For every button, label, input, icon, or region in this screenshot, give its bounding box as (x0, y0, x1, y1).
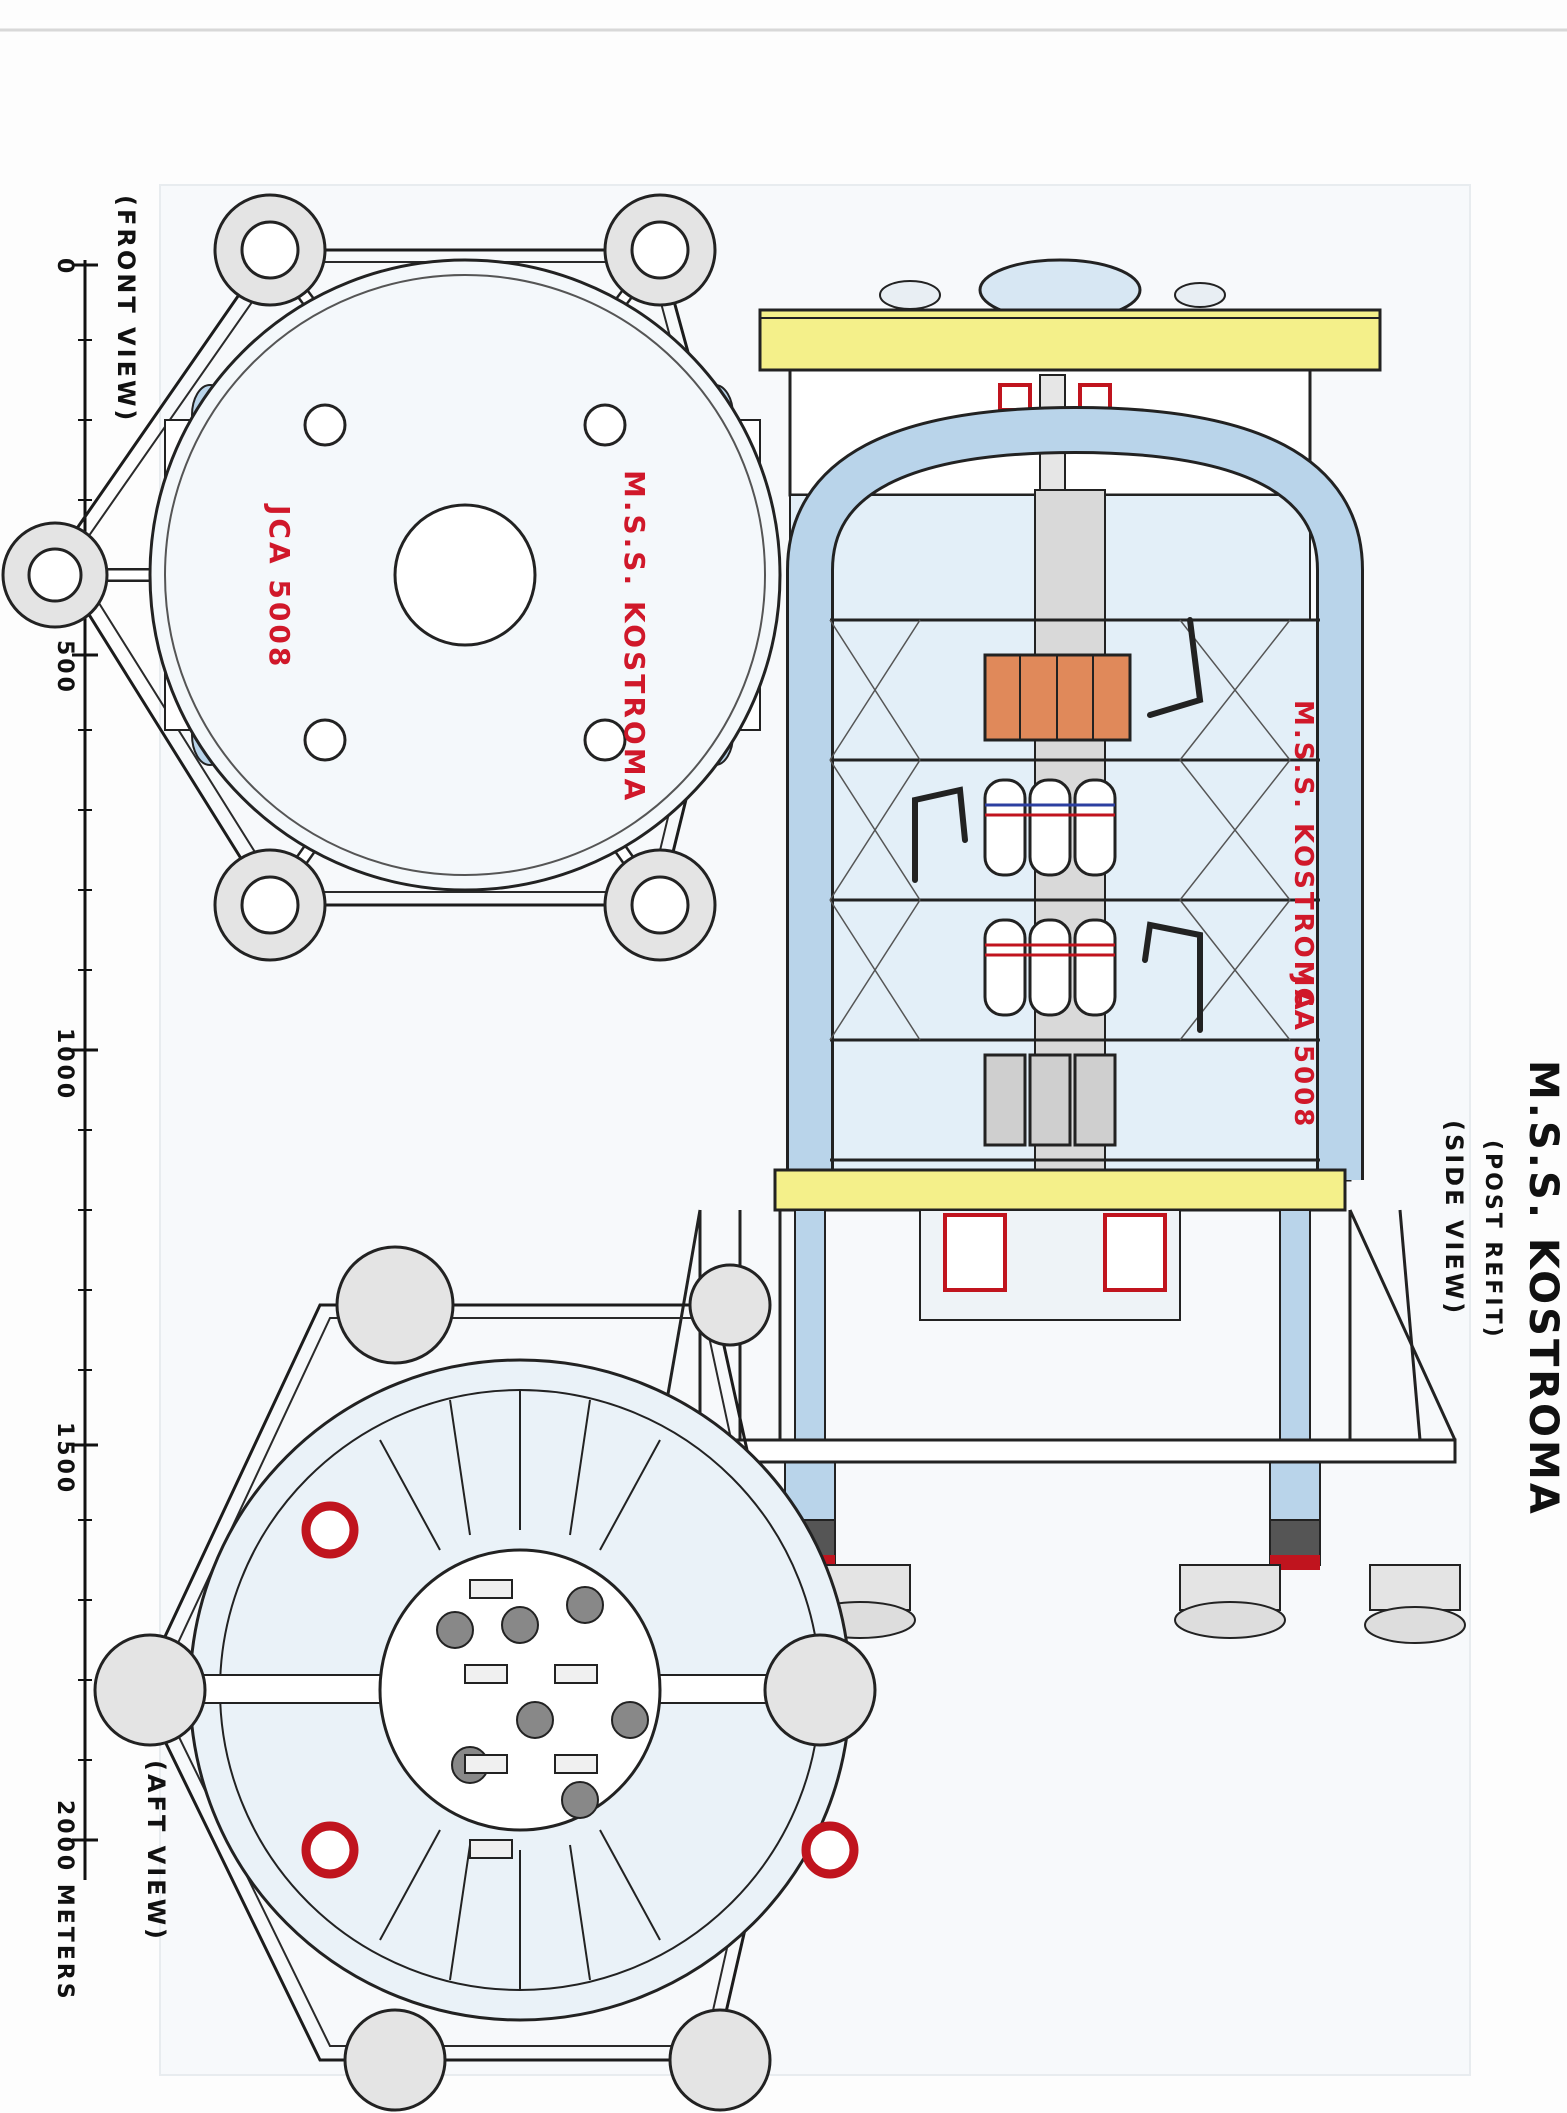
scale-bar: 0 500 1000 1500 2000 METERS (52, 258, 98, 2002)
aft-red-ring (801, 1821, 859, 1879)
scale-label-1000: 1000 (52, 1028, 77, 1101)
aft-sphere (343, 2008, 447, 2112)
front-view: (FRONT VIEW) (1, 193, 782, 962)
front-view-label: (FRONT VIEW) (112, 195, 140, 423)
front-hull-name: M.S.S. KOSTROMA (618, 470, 651, 803)
robotic-arm (912, 617, 1204, 1033)
front-hull-registry: JCA 5008 (263, 503, 296, 669)
tank-group (983, 1053, 1117, 1147)
aft-sphere (668, 2008, 772, 2112)
engine-pod (1364, 1564, 1466, 1644)
scale-label-0: 0 (52, 258, 77, 276)
ship-subtitle: (POST REFIT) (1480, 1140, 1505, 1340)
front-pod (603, 193, 717, 307)
side-view-label: (SIDE VIEW) (1440, 1120, 1468, 1316)
tank-group (983, 778, 1117, 877)
title-block: M.S.S. KOSTROMA (POST REFIT) (SIDE VIEW) (1440, 1060, 1566, 1517)
front-pod (1, 521, 109, 629)
scale-label-500: 500 (52, 640, 77, 695)
side-hull-name: M.S.S. KOSTROMA (1288, 700, 1318, 1013)
scale-label-2000: 2000 METERS (52, 1800, 77, 2002)
side-hull-registry: JCA 5008 (1288, 973, 1318, 1129)
aft-shield-plate (773, 1168, 1347, 1212)
aft-core (378, 1548, 662, 1832)
ship-title: M.S.S. KOSTROMA (1520, 1060, 1566, 1517)
aft-view: (AFT VIEW) (93, 1245, 877, 2112)
front-pod (213, 848, 327, 962)
engine-pod (1174, 1564, 1286, 1639)
aft-red-ring (301, 1501, 359, 1559)
forward-shield-plate (758, 308, 1382, 372)
scale-label-1500: 1500 (52, 1422, 77, 1495)
front-pod (603, 848, 717, 962)
aft-sphere (335, 1245, 455, 1365)
aft-sphere (688, 1263, 772, 1347)
aft-red-ring (301, 1821, 359, 1879)
tank-group (983, 918, 1117, 1017)
front-pod (213, 193, 327, 307)
aft-sphere (763, 1633, 877, 1747)
aft-view-label: (AFT VIEW) (142, 1760, 170, 1942)
aft-sphere (93, 1633, 207, 1747)
